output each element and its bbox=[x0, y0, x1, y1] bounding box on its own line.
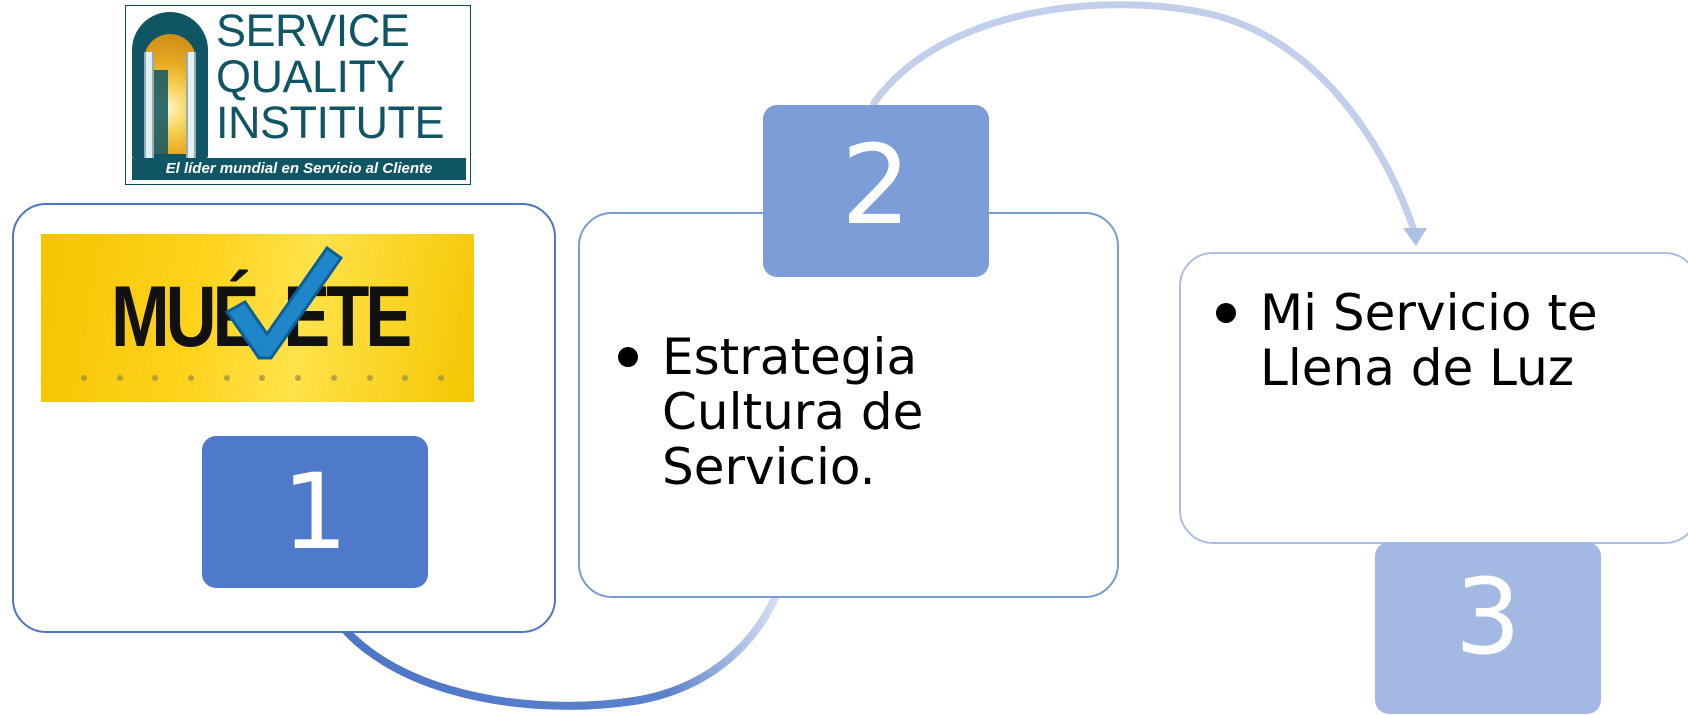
decorative-dots bbox=[81, 372, 444, 384]
arrow-2-to-3-head bbox=[1403, 228, 1427, 246]
bullet-dot-icon bbox=[1216, 303, 1236, 323]
service-quality-institute-logo: SERVICE QUALITY INSTITUTE El líder mundi… bbox=[125, 5, 471, 185]
arch-emblem-icon bbox=[132, 12, 208, 158]
logo-tagline: El líder mundial en Servicio al Cliente bbox=[132, 158, 466, 180]
step-2-bullet: Estrategia Cultura de Servicio. bbox=[618, 330, 998, 495]
step-2-number: 2 bbox=[763, 105, 989, 277]
checkmark-icon bbox=[224, 245, 344, 360]
arrow-1-to-2 bbox=[314, 563, 790, 710]
step-1-number: 1 bbox=[202, 436, 428, 588]
arrow-2-to-3 bbox=[870, 1, 1419, 237]
logo-line-institute: INSTITUTE bbox=[216, 97, 445, 148]
step-2-text: Estrategia Cultura de Servicio. bbox=[662, 328, 924, 496]
step-3-number: 3 bbox=[1375, 542, 1601, 714]
step-3-text: Mi Servicio te Llena de Luz bbox=[1260, 284, 1598, 397]
logo-line-service: SERVICE bbox=[216, 5, 410, 56]
step-3-bullet: Mi Servicio te Llena de Luz bbox=[1216, 286, 1656, 396]
step-3-panel bbox=[1179, 252, 1688, 544]
bullet-dot-icon bbox=[618, 347, 638, 367]
logo-line-quality: QUALITY bbox=[216, 51, 406, 102]
logo-wordmark: SERVICE QUALITY INSTITUTE bbox=[216, 8, 468, 146]
